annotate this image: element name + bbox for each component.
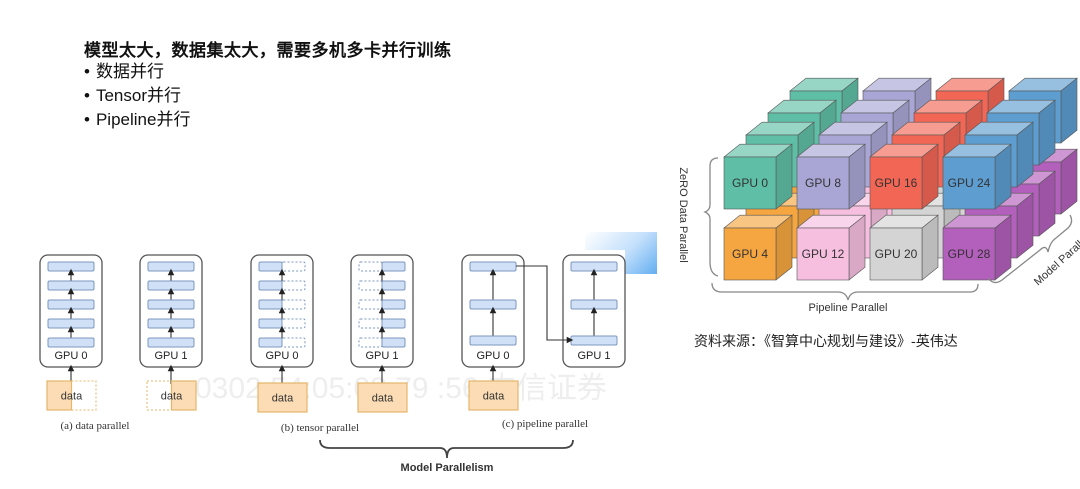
cube-label: GPU 24 <box>948 176 991 190</box>
gpu-cube-diagram: GPU 4 GPU 12 GPU 20 GPU 28 GPU 0 GPU 8 GPU 16 G… <box>677 77 1080 314</box>
gpu-cube: GPU 20 <box>869 214 939 281</box>
layer-block <box>258 318 283 329</box>
layer-shard-placeholder <box>281 299 306 310</box>
gpu-label: GPU 0 <box>54 350 87 362</box>
layer-block <box>47 337 95 348</box>
data-label: data <box>483 391 505 403</box>
layer-block <box>381 337 406 348</box>
layer-block <box>258 280 283 291</box>
cube-label: GPU 12 <box>802 247 845 261</box>
layer-block <box>147 280 195 291</box>
layer-block <box>47 261 95 272</box>
layer-block <box>258 337 283 348</box>
cube-front-face <box>723 227 777 281</box>
data-label: data <box>61 391 83 403</box>
bullet-list: • 数据并行 • Tensor并行 • Pipeline并行 <box>84 60 190 132</box>
source-citation: 资料来源：《智算中心规划与建设》-英伟达 <box>694 334 958 350</box>
gpu-label: GPU 1 <box>577 350 610 362</box>
data-label: data <box>272 393 294 405</box>
data-label: data <box>161 391 183 403</box>
cube-front-face <box>796 227 850 281</box>
bullet-item: • Pipeline并行 <box>84 108 190 132</box>
cube-label: GPU 8 <box>805 176 841 190</box>
layer-block <box>147 261 195 272</box>
pipeline-connector-arrow <box>516 265 574 344</box>
cube-front-face <box>869 227 923 281</box>
pipeline-parallel-brace <box>711 282 979 301</box>
bullet-text: Pipeline并行 <box>95 110 191 129</box>
data-shard <box>46 380 73 411</box>
model-parallelism-label: Model Parallelism <box>401 462 494 474</box>
layer-block <box>381 280 406 291</box>
gpu-cube: GPU 28 <box>942 214 1012 281</box>
bullet-item: • 数据并行 <box>84 60 190 84</box>
data-shard <box>170 380 197 411</box>
layer-block <box>570 261 618 272</box>
cube-front-face <box>796 156 850 210</box>
zero-data-parallel-label: ZeRO Data Parallel <box>677 167 689 262</box>
gpu-cube: GPU 12 <box>796 214 866 281</box>
cube-label: GPU 28 <box>948 247 991 261</box>
layer-block <box>469 299 517 310</box>
data-box <box>257 382 308 413</box>
layer-block <box>47 318 95 329</box>
cube-front-face <box>723 156 777 210</box>
layer-block <box>258 261 283 272</box>
data-box <box>468 380 519 411</box>
data-shard-placeholder <box>146 380 172 411</box>
gpu-cube: GPU 8 <box>796 143 866 210</box>
cube-label: GPU 16 <box>875 176 918 190</box>
model-parallelism-brace <box>319 439 574 459</box>
cube-label: GPU 20 <box>875 247 918 261</box>
gpu-label: GPU 1 <box>365 350 398 362</box>
layer-block <box>147 337 195 348</box>
cube-label: GPU 0 <box>732 176 768 190</box>
layer-block <box>147 318 195 329</box>
pipeline-parallel-label: Pipeline Parallel <box>809 302 888 314</box>
model-parallel-brace <box>987 214 1073 284</box>
cube-front-face <box>942 227 996 281</box>
data-label: data <box>372 393 394 405</box>
data-box <box>357 382 408 413</box>
gpu-label: GPU 0 <box>265 350 298 362</box>
layer-block <box>381 299 406 310</box>
caption-tensor-parallel: (b) tensor parallel <box>281 422 359 434</box>
layer-block <box>381 318 406 329</box>
layer-shard-placeholder <box>281 261 306 272</box>
gpu-cube: GPU 0 <box>723 143 793 210</box>
layer-shard-placeholder <box>281 318 306 329</box>
layer-block <box>570 299 618 310</box>
cube-front-face <box>942 156 996 210</box>
caption-data-parallel: (a) data parallel <box>60 420 129 432</box>
model-parallel-label: Model Parallel <box>1032 233 1080 289</box>
layer-shard-placeholder <box>281 337 306 348</box>
layer-block <box>47 280 95 291</box>
cube-front-face <box>869 156 923 210</box>
slide-heading: 模型太大，数据集太大，需要多机多卡并行训练 <box>84 41 452 61</box>
layer-block <box>147 299 195 310</box>
layer-shard-placeholder <box>281 280 306 291</box>
zero-data-parallel-brace <box>703 157 719 277</box>
layer-block <box>570 335 618 346</box>
cube-label: GPU 4 <box>732 247 768 261</box>
layer-block <box>469 335 517 346</box>
bullet-text: Tensor并行 <box>95 86 181 105</box>
layer-block <box>258 299 283 310</box>
bullet-text: 数据并行 <box>95 62 164 81</box>
gpu-cube: GPU 24 <box>942 143 1012 210</box>
bullet-dot: • <box>84 62 90 81</box>
gpu-cube: GPU 16 <box>869 143 939 210</box>
bullet-dot: • <box>84 86 90 105</box>
layer-block <box>47 299 95 310</box>
gpu-label: GPU 0 <box>476 350 509 362</box>
layer-block <box>469 261 517 272</box>
bullet-item: • Tensor并行 <box>84 84 190 108</box>
caption-pipeline-parallel: (c) pipeline parallel <box>502 418 588 430</box>
data-shard-placeholder <box>71 380 97 411</box>
gpu-label: GPU 1 <box>154 350 187 362</box>
gpu-cube: GPU 4 <box>723 214 793 281</box>
bullet-dot: • <box>84 110 90 129</box>
layer-block <box>381 261 406 272</box>
